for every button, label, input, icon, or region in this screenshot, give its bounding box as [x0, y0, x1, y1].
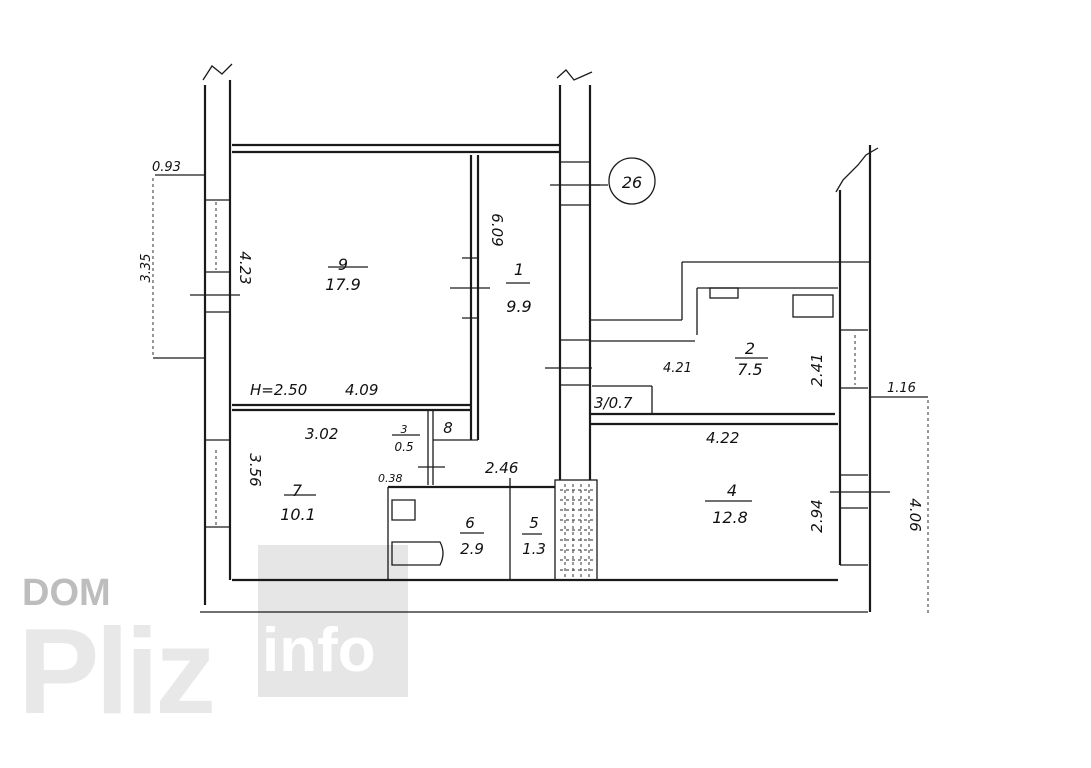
room-area: 1.3	[522, 540, 546, 558]
ceiling-height-label: H=2.50	[250, 381, 307, 399]
watermark-box	[258, 545, 408, 697]
room-area: 12.8	[712, 508, 748, 527]
room-number: 7	[292, 481, 303, 500]
watermark-dom: DOM	[22, 572, 111, 614]
room-number: 1	[514, 260, 524, 279]
room-3-label: 3/0.7	[594, 394, 633, 412]
room-area: 9.9	[506, 297, 531, 316]
room-1: 1 9.9	[506, 260, 532, 316]
room-area: 17.9	[325, 275, 361, 294]
dim-label: 4.21	[663, 361, 692, 376]
room-number: 5	[529, 514, 539, 532]
dim-label: 3.02	[305, 425, 338, 443]
dim-label: 2.46	[485, 459, 518, 477]
ventilation-grid	[560, 484, 593, 578]
dim-label: 0.38	[378, 472, 403, 485]
room-number: 4	[727, 481, 737, 500]
room-3-closet: 3 0.5	[392, 423, 420, 454]
room-6: 6 2.9	[460, 514, 484, 558]
dim-label: 3.35	[139, 254, 154, 283]
room-5: 5 1.3	[522, 514, 546, 558]
dim-label: 2.94	[808, 499, 826, 532]
dim-label: 4.23	[236, 251, 254, 284]
dim-label: 1.16	[887, 381, 916, 396]
dim-label: 3.56	[246, 453, 264, 486]
room-labels: 9 17.9 1 9.9 2 7.5 3/0.7 4 12.8 7 10.1 6	[280, 255, 768, 558]
section-marker-label: 26	[622, 173, 642, 192]
dim-label: 2.41	[808, 353, 826, 386]
room-7: 7 10.1	[280, 481, 316, 524]
room-4: 4 12.8	[705, 481, 752, 527]
room-2: 2 7.5	[735, 339, 768, 379]
dim-label: 4.22	[706, 429, 739, 447]
walls	[152, 63, 929, 615]
watermark-info: info	[262, 616, 376, 685]
room-8-label: 8	[443, 419, 453, 437]
dim-label: 6.09	[488, 213, 506, 246]
section-marker: 26	[590, 157, 656, 205]
dim-label: 0.93	[152, 160, 181, 175]
watermark-pliz: Pliz	[18, 603, 216, 739]
room-number: 9	[338, 255, 348, 274]
room-area: 10.1	[280, 505, 316, 524]
room-number: 6	[465, 514, 475, 532]
dimension-labels: 0.93 3.35 4.23 6.09 H=2.50 4.09 3.02 3.5…	[139, 160, 924, 533]
room-area: 0.5	[394, 440, 413, 454]
room-area: 7.5	[737, 360, 762, 379]
room-number: 2	[745, 339, 755, 358]
room-area: 2.9	[460, 540, 484, 558]
dim-label: 4.09	[345, 381, 378, 399]
room-number: 3	[401, 423, 408, 436]
room-9: 9 17.9	[325, 255, 368, 294]
dim-label: 4.06	[906, 498, 924, 531]
